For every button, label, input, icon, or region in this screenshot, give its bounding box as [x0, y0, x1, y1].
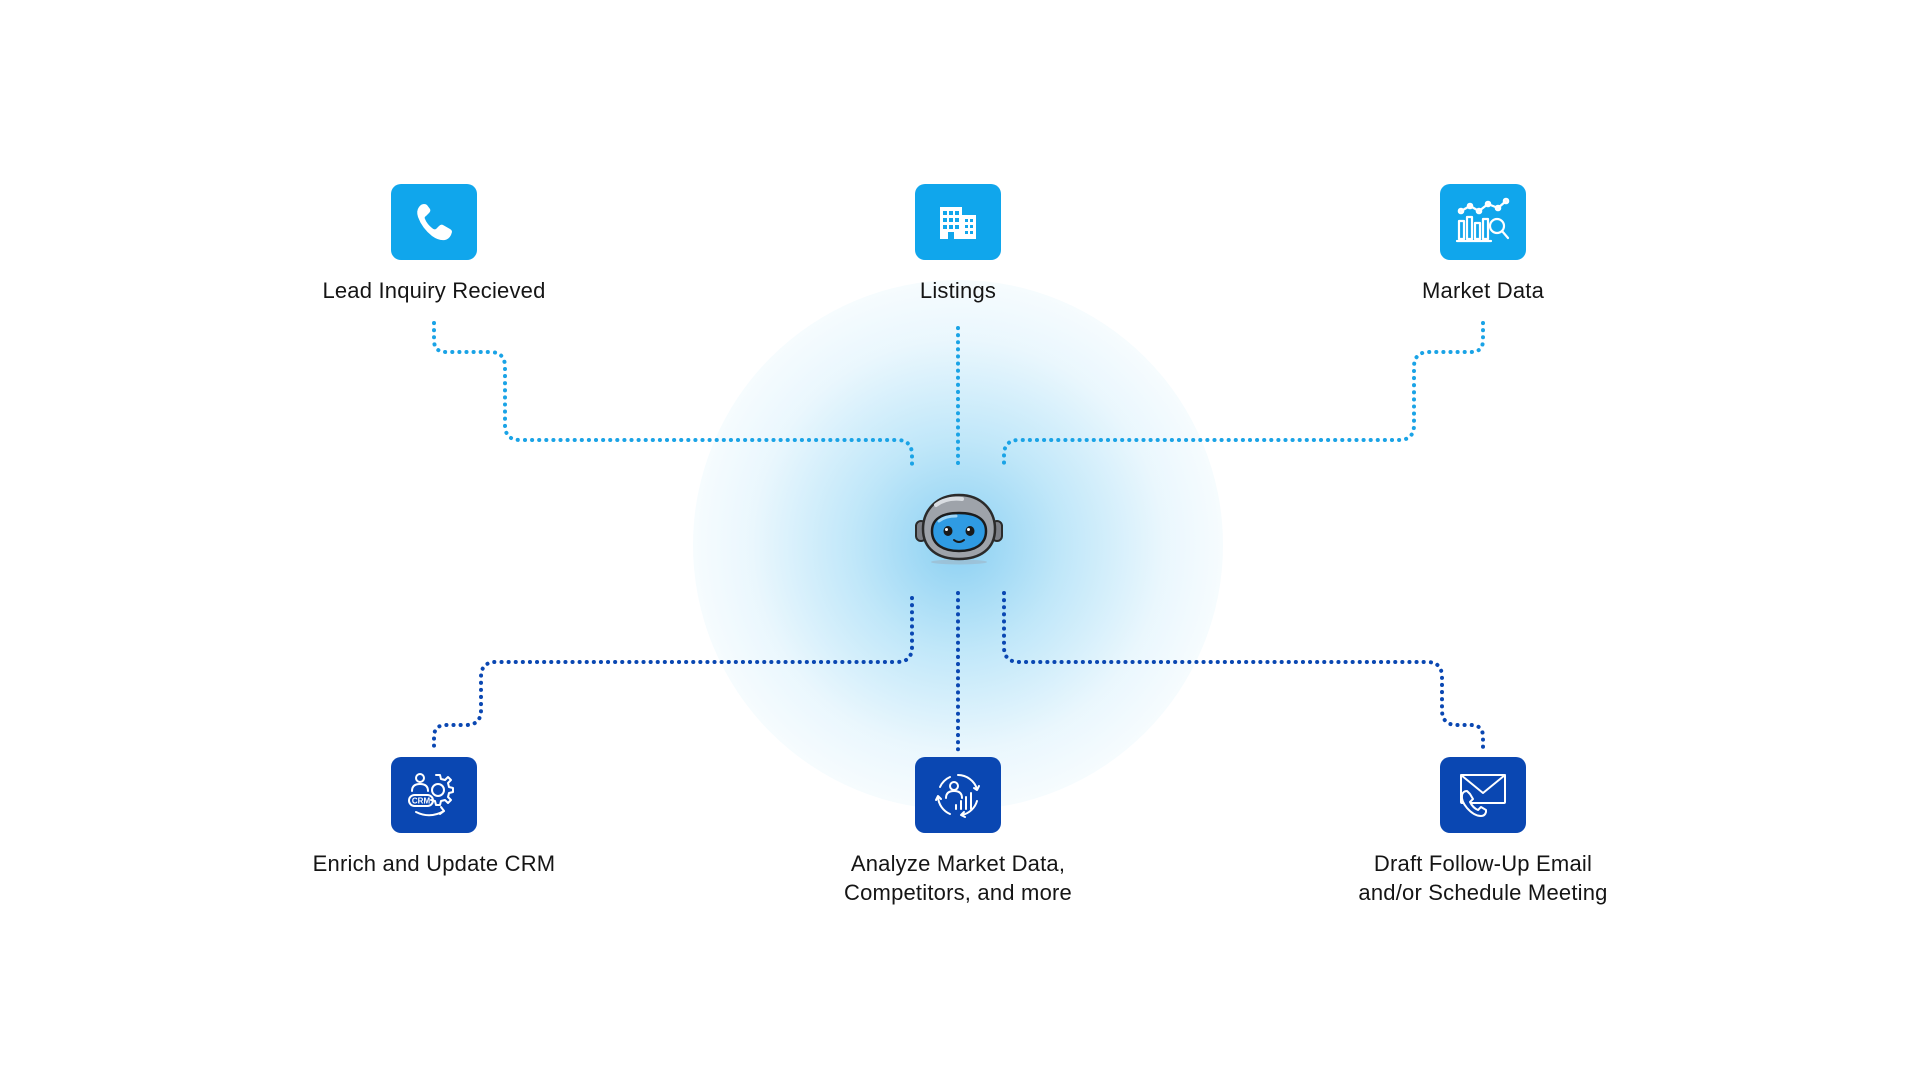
market-data-label: Market Data	[1421, 278, 1545, 303]
connector-lead-inquiry	[432, 321, 914, 467]
crm-badge-text: CRM	[412, 797, 431, 806]
lead-inquiry-tile	[391, 184, 477, 260]
connector-crm	[432, 596, 914, 752]
email-label-line2: and/or Schedule Meeting	[1358, 880, 1608, 905]
listings-tile	[915, 184, 1001, 260]
analyze-label-line1: Analyze Market Data,	[850, 851, 1066, 876]
market-data-tile	[1440, 184, 1526, 260]
email-label-line1: Draft Follow-Up Email	[1373, 851, 1593, 876]
phone-icon	[417, 204, 452, 241]
crm-gear-icon: CRM	[408, 773, 454, 817]
node-listings: Listings	[738, 184, 1178, 305]
lead-inquiry-label: Lead Inquiry Recieved	[322, 278, 546, 303]
analyze-label-line2: Competitors, and more	[844, 880, 1072, 905]
analyze-label: Analyze Market Data, Competitors, and mo…	[844, 849, 1072, 907]
connector-market-data	[1002, 321, 1485, 467]
robot-helmet-icon	[915, 493, 1003, 565]
node-crm: CRM Enrich and Update CRM	[214, 757, 654, 878]
crm-tile: CRM	[391, 757, 477, 833]
email-label: Draft Follow-Up Email and/or Schedule Me…	[1358, 849, 1607, 907]
connector-email	[1002, 591, 1485, 752]
building-icon	[940, 207, 976, 239]
listings-label: Listings	[919, 278, 997, 303]
market-chart-icon	[1455, 197, 1510, 243]
analyze-tile	[915, 757, 1001, 833]
email-phone-icon	[1460, 774, 1506, 817]
crm-label: Enrich and Update CRM	[312, 851, 556, 876]
node-market-data: Market Data	[1263, 184, 1703, 305]
node-email: Draft Follow-Up Email and/or Schedule Me…	[1263, 757, 1703, 907]
node-analyze: Analyze Market Data, Competitors, and mo…	[738, 757, 1178, 907]
node-lead-inquiry: Lead Inquiry Recieved	[214, 184, 654, 305]
analytics-cycle-icon	[935, 774, 980, 818]
email-tile	[1440, 757, 1526, 833]
